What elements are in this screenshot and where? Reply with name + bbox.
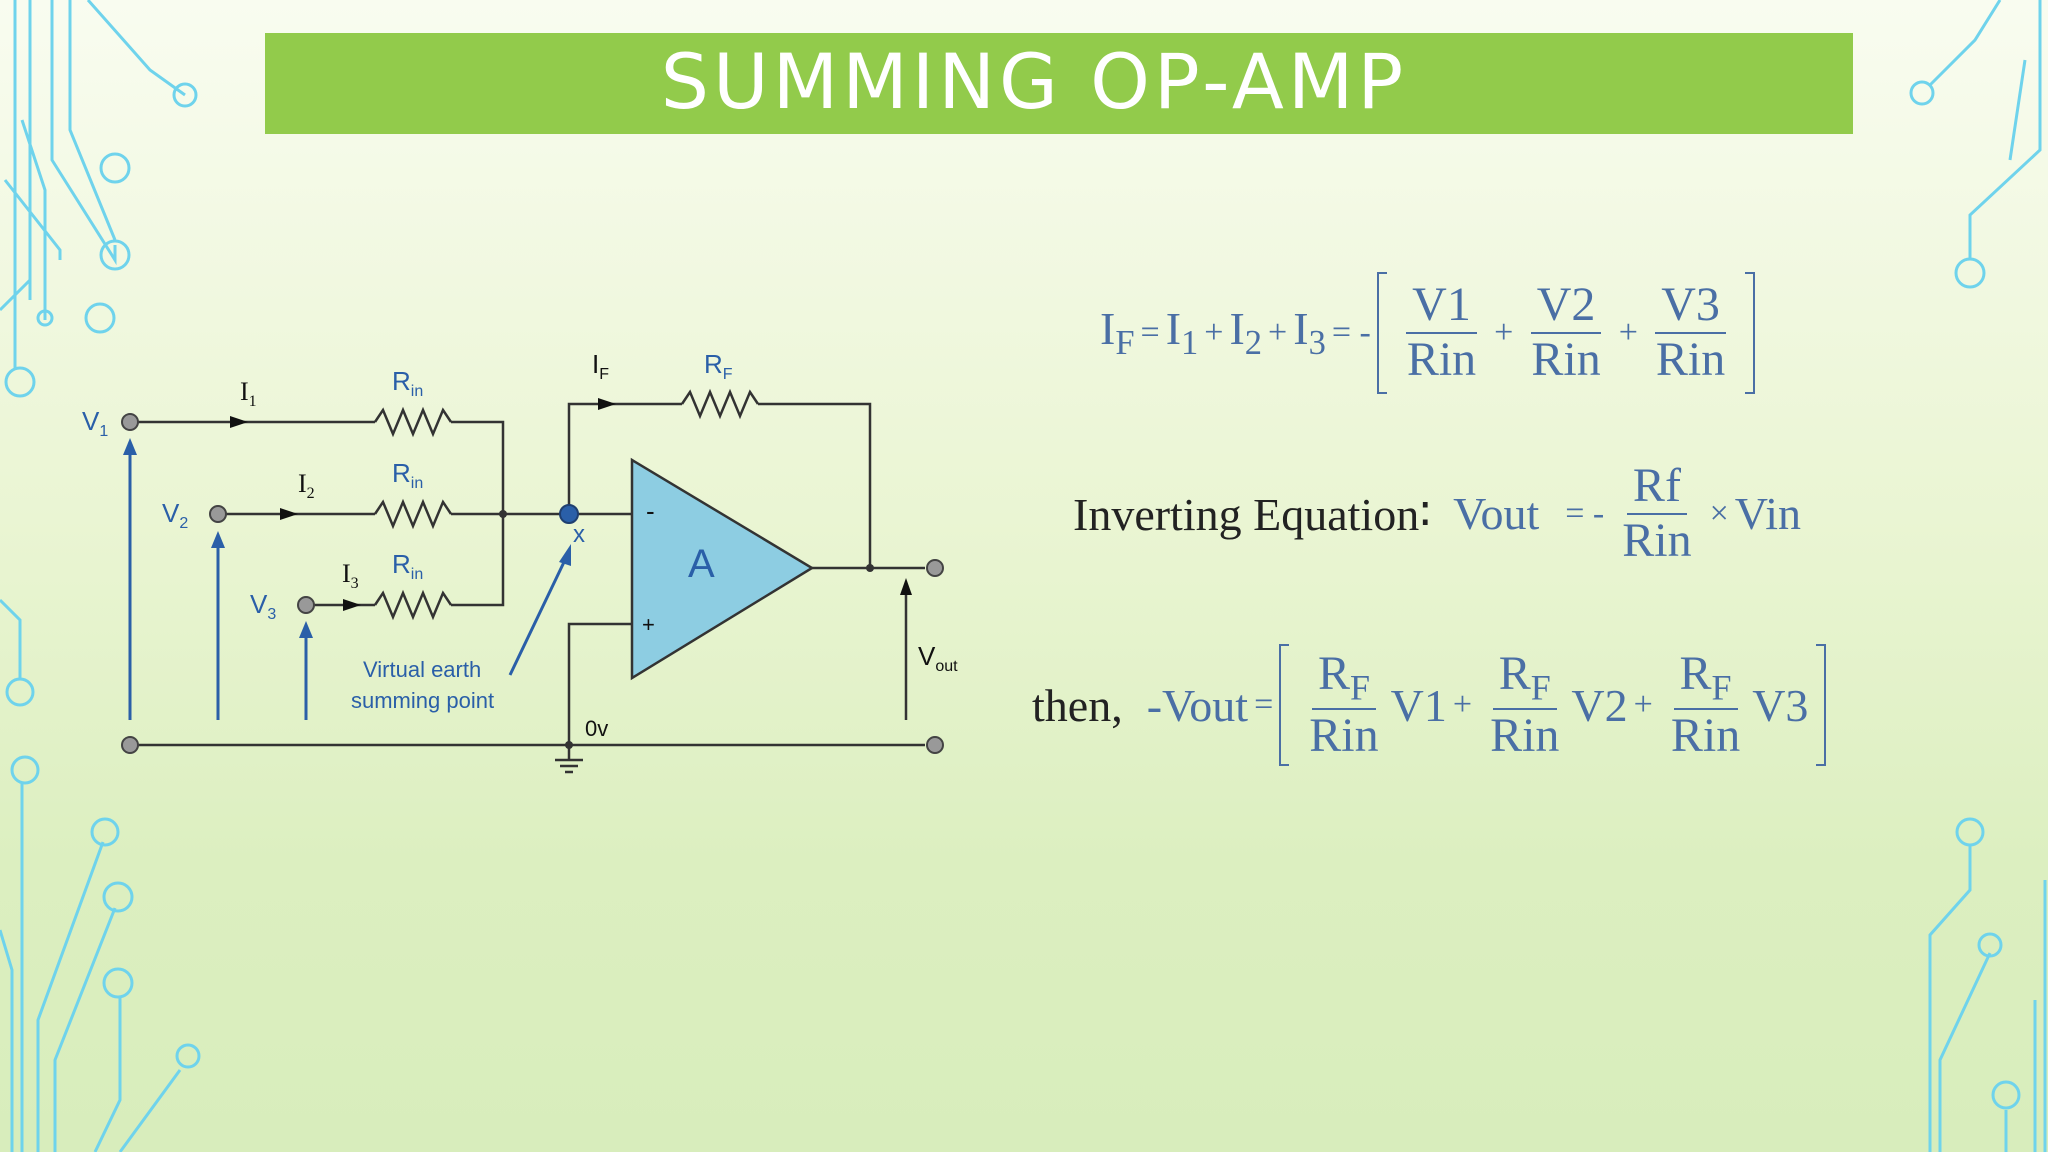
terminal-v1 <box>121 413 139 431</box>
title-bar: SUMMING OP-AMP <box>265 33 1853 134</box>
summing-amplifier-circuit: V1 V2 V3 I1 I2 I3 Rin Rin Rin IF RF x A … <box>82 349 958 774</box>
opamp-minus: - <box>646 496 655 526</box>
arrow-i3 <box>343 599 361 611</box>
resistor-rf <box>680 388 760 420</box>
arrow-v1 <box>123 438 137 455</box>
bracket-right <box>1745 272 1756 394</box>
summing-node-x <box>559 504 579 524</box>
resistor-rin-3 <box>373 589 453 621</box>
terminal-gnd-right <box>926 736 944 754</box>
opamp-plus: + <box>642 612 655 637</box>
label-rin-3: Rin <box>392 549 423 583</box>
arrow-v3 <box>299 621 313 638</box>
label-vout: Vout <box>918 641 958 675</box>
label-rf: RF <box>704 349 733 383</box>
opamp-triangle <box>630 457 815 681</box>
then-label: then, <box>1032 679 1123 731</box>
arrow-i1 <box>230 416 248 428</box>
label-rin-1: Rin <box>392 366 423 400</box>
label-i1: I1 <box>240 377 257 410</box>
arrow-v2 <box>211 531 225 548</box>
resistor-rin-1 <box>373 406 453 438</box>
arrow-i2 <box>280 508 298 520</box>
terminal-vout <box>926 559 944 577</box>
label-zero-v: 0v <box>585 716 608 741</box>
label-v2: V2 <box>162 498 188 532</box>
opamp-label: A <box>688 542 715 586</box>
label-v3: V3 <box>250 589 276 623</box>
virtual-earth-line2: summing point <box>351 688 494 713</box>
label-node-x: x <box>573 521 585 548</box>
label-i2: I2 <box>298 469 315 502</box>
label-v1: V1 <box>82 406 108 440</box>
label-if: IF <box>592 349 609 383</box>
resistor-rin-2 <box>373 498 453 530</box>
label-i3: I3 <box>342 559 359 592</box>
virtual-earth-line1: Virtual earth <box>363 657 481 682</box>
bracket-left <box>1376 272 1387 394</box>
terminal-v3 <box>297 596 315 614</box>
inverting-label: Inverting Equation∶ <box>1073 488 1432 540</box>
terminal-v2 <box>209 505 227 523</box>
arrow-if <box>598 398 616 410</box>
arrow-vout <box>900 578 912 595</box>
label-rin-2: Rin <box>392 458 423 492</box>
terminal-gnd-left <box>121 736 139 754</box>
arrow-virtual-earth <box>559 544 571 566</box>
slide-title: SUMMING OP-AMP <box>660 36 1408 126</box>
